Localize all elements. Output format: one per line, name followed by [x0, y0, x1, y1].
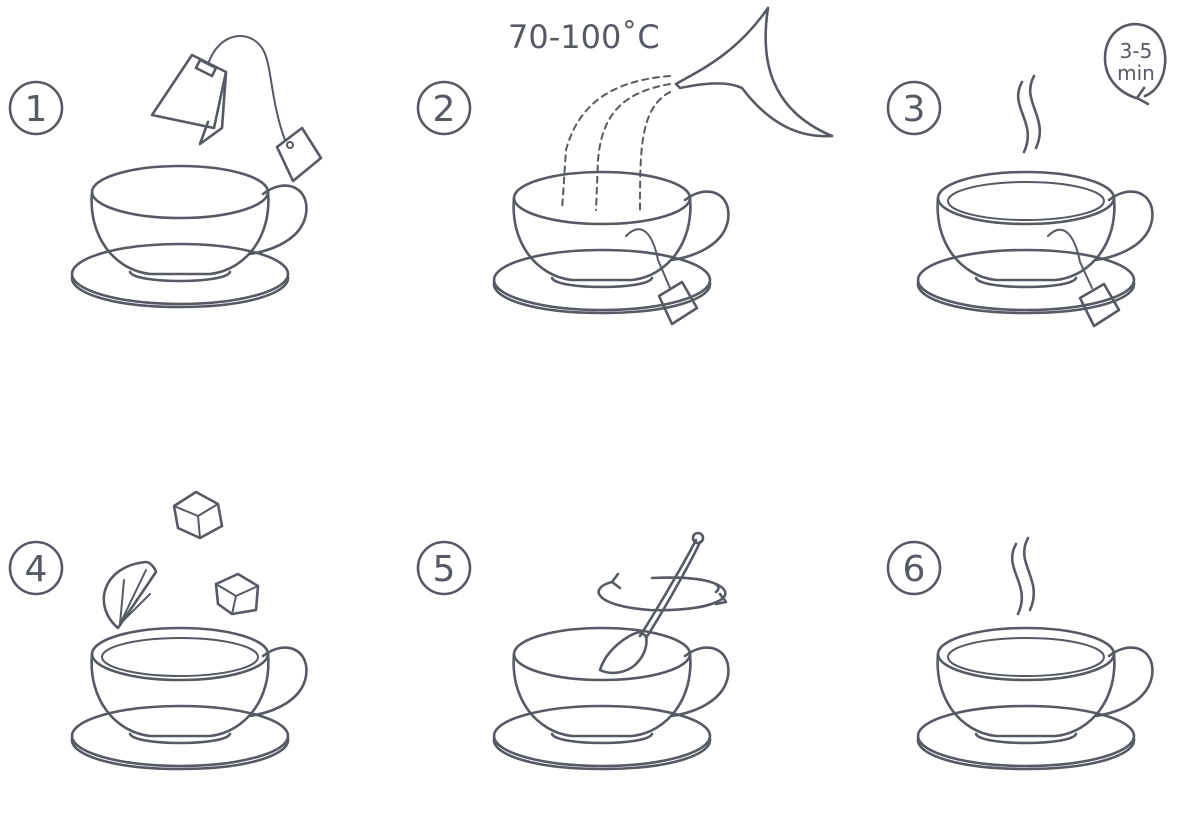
- timer-unit: min: [1117, 61, 1155, 85]
- timer-icon: 3-5 min: [1105, 24, 1165, 104]
- ready-tea-cup-icon: [918, 628, 1152, 769]
- step-2-number-badge: 2: [418, 82, 470, 134]
- spoon-icon: [600, 533, 703, 673]
- cup-icon: [72, 166, 306, 307]
- tea-cup-icon: [72, 628, 306, 769]
- step-1: 1: [10, 36, 321, 307]
- stir-arrow-icon: [599, 574, 726, 610]
- step-5-number: 5: [433, 549, 456, 590]
- step-1-number: 1: [25, 89, 48, 130]
- lemon-slice-icon: [104, 562, 156, 628]
- step-3-number-badge: 3: [888, 82, 940, 134]
- step-4: 4: [10, 492, 306, 769]
- step-6-number-badge: 6: [888, 542, 940, 594]
- step-3-number: 3: [903, 89, 926, 130]
- step-1-number-badge: 1: [10, 82, 62, 134]
- step-4-number: 4: [25, 549, 48, 590]
- steam-icon: [1018, 76, 1040, 152]
- cup-with-tea-bag-icon: [494, 172, 728, 324]
- steeping-cup-icon: [918, 172, 1152, 326]
- timer-duration: 3-5: [1120, 39, 1153, 63]
- step-5-number-badge: 5: [418, 542, 470, 594]
- step-2: 2 70-100˚C: [418, 8, 832, 324]
- step-4-number-badge: 4: [10, 542, 62, 594]
- sugar-cube-icon-2: [216, 574, 258, 614]
- temperature-label: 70-100˚C: [508, 18, 660, 56]
- step-6: 6: [888, 538, 1152, 769]
- step-5: 5: [418, 533, 728, 769]
- step-2-number: 2: [433, 89, 456, 130]
- steam-icon-2: [1012, 538, 1034, 614]
- step-6-number: 6: [903, 549, 926, 590]
- tea-bag-icon: [152, 36, 321, 181]
- step-3: 3 3-5 min: [888, 24, 1165, 326]
- sugar-cube-icon: [174, 492, 222, 538]
